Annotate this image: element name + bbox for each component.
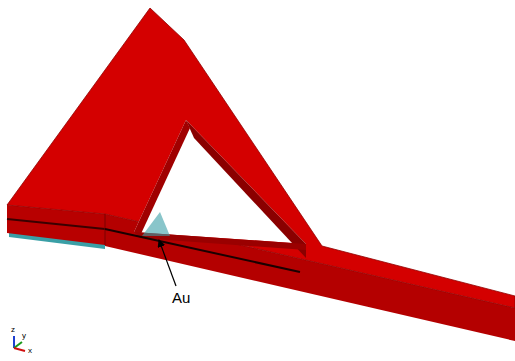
leader-arrow (159, 240, 176, 286)
y-axis (14, 342, 22, 348)
material-label: Au (172, 290, 190, 305)
chip-layer-line (7, 219, 105, 229)
axis-label: z (11, 326, 15, 334)
x-axis (14, 348, 25, 351)
axis-label: y (22, 332, 26, 340)
cantilever-top-face (7, 8, 515, 308)
z-axis (13, 336, 15, 348)
axis-label: x (28, 347, 32, 355)
inner-wall (134, 120, 190, 236)
au-layer (105, 229, 300, 272)
substrate-visible (142, 212, 170, 236)
